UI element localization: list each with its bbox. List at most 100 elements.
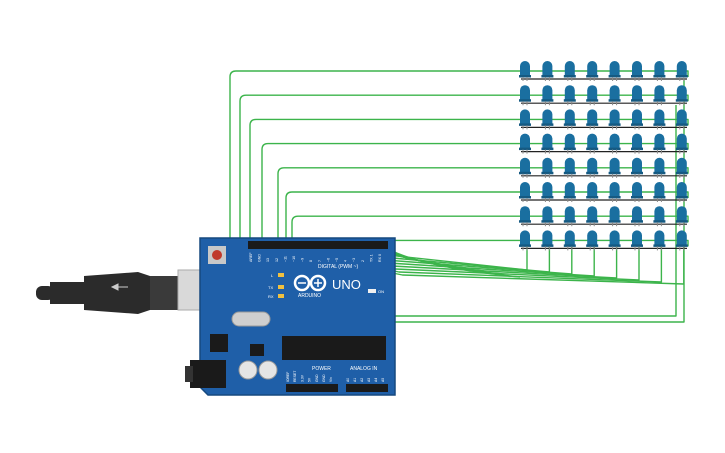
wire[interactable] (285, 191, 689, 244)
led[interactable] (653, 61, 666, 81)
led[interactable] (563, 109, 576, 130)
led[interactable] (631, 133, 643, 154)
analog-pin-label: A0 (346, 378, 350, 382)
arduino-logo-icon (293, 274, 327, 292)
led[interactable] (563, 61, 576, 81)
led[interactable] (653, 206, 666, 227)
analog-label: ANALOG IN (350, 366, 378, 372)
barrel-jack-icon[interactable] (185, 360, 226, 388)
wire[interactable] (291, 215, 689, 244)
brand-label: ARDUINO (298, 293, 321, 299)
top-pin-label: ~6 (326, 258, 330, 262)
led[interactable] (519, 182, 531, 202)
led[interactable] (675, 109, 688, 130)
led[interactable] (653, 85, 666, 106)
led[interactable] (608, 85, 621, 106)
led[interactable] (519, 133, 531, 154)
led[interactable] (563, 133, 576, 154)
led[interactable] (653, 157, 666, 178)
wire[interactable] (277, 167, 689, 244)
tx-label: TX (268, 285, 273, 290)
power-pin-label: IOREF (286, 372, 290, 382)
analog-header (346, 384, 388, 392)
led[interactable] (631, 182, 643, 202)
led[interactable] (586, 182, 599, 202)
led[interactable] (541, 206, 554, 227)
led[interactable] (653, 133, 666, 154)
arduino-board[interactable]: ARDUINO UNO DIGITAL (PWM ~) POWER ANALOG… (185, 237, 396, 396)
led[interactable] (675, 133, 688, 154)
led[interactable] (631, 206, 643, 227)
power-label: POWER (312, 366, 331, 372)
led[interactable] (675, 206, 688, 227)
led[interactable] (608, 61, 621, 81)
led[interactable] (675, 61, 688, 81)
top-pin-label: 12 (275, 258, 279, 262)
led[interactable] (608, 182, 621, 202)
reset-button-icon[interactable] (208, 246, 226, 264)
led[interactable] (631, 230, 643, 251)
rx-label: RX (268, 294, 274, 299)
led[interactable] (519, 61, 531, 81)
led[interactable] (653, 230, 666, 251)
led[interactable] (586, 133, 599, 154)
atmega-chip (282, 336, 386, 360)
led[interactable] (541, 109, 554, 130)
led[interactable] (519, 157, 531, 178)
led[interactable] (608, 133, 621, 154)
top-pin-label: 2 (361, 260, 365, 262)
led[interactable] (586, 61, 599, 81)
led[interactable] (519, 109, 531, 130)
led[interactable] (586, 206, 599, 227)
power-pin-label: GND (322, 374, 326, 382)
led[interactable] (608, 109, 621, 130)
usb-cable-icon[interactable] (36, 269, 227, 314)
led-matrix (519, 61, 688, 251)
led[interactable] (586, 230, 599, 251)
analog-pin-label: A3 (367, 378, 371, 382)
led[interactable] (586, 157, 599, 178)
led[interactable] (541, 157, 554, 178)
led[interactable] (631, 85, 643, 106)
led[interactable] (675, 182, 688, 202)
led[interactable] (541, 61, 554, 81)
led[interactable] (541, 85, 554, 106)
led[interactable] (586, 85, 599, 106)
led[interactable] (653, 182, 666, 202)
led-on-indicator (368, 289, 376, 293)
power-pin-label: Vin (329, 377, 333, 382)
wire[interactable] (249, 118, 689, 244)
led[interactable] (519, 230, 531, 251)
led[interactable] (675, 157, 688, 178)
led[interactable] (675, 85, 688, 106)
wire[interactable] (239, 94, 689, 244)
led[interactable] (631, 157, 643, 178)
led[interactable] (675, 230, 688, 251)
led[interactable] (563, 206, 576, 227)
top-pin-label: ~10 (292, 256, 296, 262)
top-pin-label: AREF (249, 252, 253, 262)
led[interactable] (608, 206, 621, 227)
led[interactable] (608, 157, 621, 178)
led[interactable] (519, 206, 531, 227)
led[interactable] (631, 61, 643, 81)
led[interactable] (563, 230, 576, 251)
crystal (231, 311, 271, 327)
led[interactable] (563, 157, 576, 178)
led[interactable] (563, 182, 576, 202)
on-label: ON (378, 289, 384, 294)
led[interactable] (586, 109, 599, 130)
led[interactable] (563, 85, 576, 106)
led[interactable] (631, 109, 643, 130)
top-pin-label: ~11 (283, 256, 287, 262)
led[interactable] (608, 230, 621, 251)
led[interactable] (541, 133, 554, 154)
digital-header (248, 241, 388, 249)
led[interactable] (653, 109, 666, 130)
wire[interactable] (229, 70, 689, 244)
led[interactable] (541, 230, 554, 251)
led[interactable] (519, 85, 531, 106)
wire[interactable] (261, 142, 689, 244)
led[interactable] (541, 182, 554, 202)
